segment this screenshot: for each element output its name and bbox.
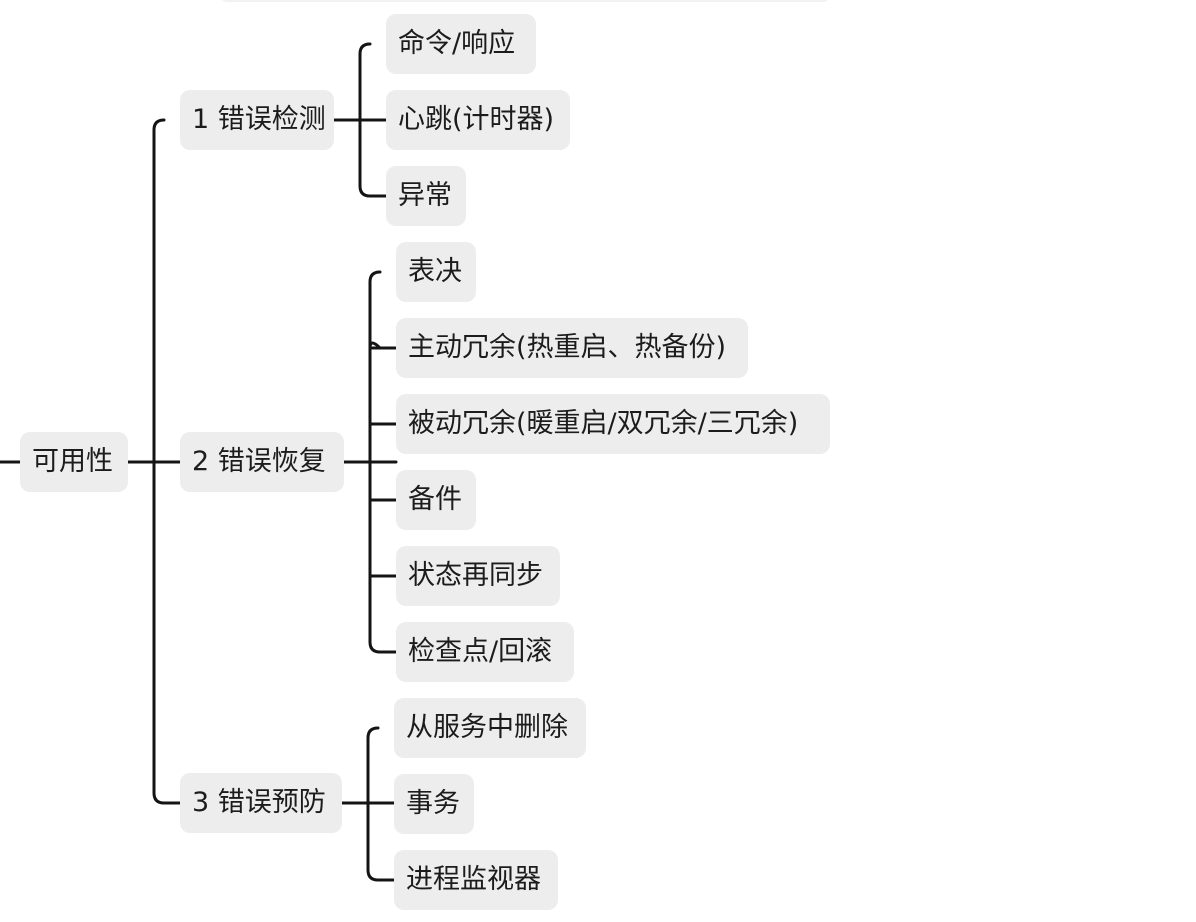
leaf-node-passive-redundancy[interactable]: 被动冗余(暖重启/双冗余/三冗余): [396, 394, 830, 454]
connector-branch3-to-leaves: [340, 726, 396, 882]
leaf-node-voting[interactable]: 表决: [396, 242, 476, 302]
leaf-node-remove-from-service[interactable]: 从服务中删除: [394, 698, 586, 758]
leaf-node-command-response[interactable]: 命令/响应: [386, 14, 536, 74]
clipped-node-top: [218, 0, 832, 2]
leaf-node-checkpoint-rollback[interactable]: 检查点/回滚: [396, 622, 574, 682]
leaf-node-heartbeat-timer[interactable]: 心跳(计时器): [386, 90, 570, 150]
root-node-availability[interactable]: 可用性: [20, 432, 128, 492]
leaf-node-spare[interactable]: 备件: [396, 470, 476, 530]
connector-root-to-branches: [126, 118, 182, 805]
branch-node-error-detection[interactable]: 1 错误检测: [180, 90, 334, 150]
leaf-node-state-resync[interactable]: 状态再同步: [396, 546, 560, 606]
leaf-node-exception[interactable]: 异常: [386, 166, 466, 226]
branch-node-error-recovery[interactable]: 2 错误恢复: [180, 432, 344, 492]
connector-branch1-to-leaves: [332, 42, 388, 198]
connector-branch2-to-leaves: [342, 270, 398, 654]
leaf-node-active-redundancy[interactable]: 主动冗余(热重启、热备份): [396, 318, 748, 378]
leaf-node-process-monitor[interactable]: 进程监视器: [394, 850, 558, 910]
leaf-node-transaction[interactable]: 事务: [394, 774, 474, 834]
branch-node-error-prevention[interactable]: 3 错误预防: [180, 773, 342, 833]
